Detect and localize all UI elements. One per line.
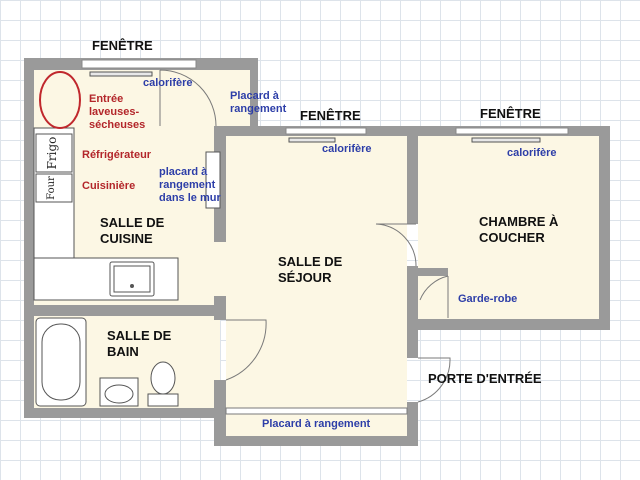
kitchen-heater-label: calorifère xyxy=(143,77,193,89)
wall-wardrobe xyxy=(418,268,448,276)
living-radiator xyxy=(288,137,336,143)
front-door xyxy=(417,357,451,403)
bedroom-label: CHAMBRE À COUCHER xyxy=(479,214,559,245)
closet-top-door xyxy=(159,69,217,127)
living-window-label: FENÊTRE xyxy=(300,108,361,123)
closet-bottom-label: Placard à rangement xyxy=(262,418,371,430)
living-label: SALLE DE SÉJOUR xyxy=(278,254,343,285)
wall-bottom-bath xyxy=(24,408,216,418)
wall-living-bedroom-a xyxy=(407,126,418,224)
windows xyxy=(81,59,569,296)
wall-bottom-living xyxy=(214,436,418,446)
toilet-bowl xyxy=(150,361,176,395)
wall-living-bedroom-b xyxy=(407,266,418,358)
radiators xyxy=(89,71,541,143)
sink-drain xyxy=(130,284,134,288)
living-window xyxy=(285,127,367,135)
wall-closet-right xyxy=(250,58,258,136)
wall-bath-living xyxy=(214,380,226,446)
washer-marker xyxy=(39,71,81,129)
kitchen-window xyxy=(81,59,197,69)
bathroom-label: SALLE DE BAIN xyxy=(107,328,172,359)
wardrobe-door xyxy=(419,275,449,318)
bedroom-heater-label: calorifère xyxy=(507,147,557,159)
bedroom-window xyxy=(455,127,569,135)
kitchen-living-opening xyxy=(214,242,226,296)
toilet-tank xyxy=(147,393,179,407)
counter-bottom xyxy=(33,257,179,301)
bedroom-radiator xyxy=(471,137,541,143)
closet-bottom-doors xyxy=(225,407,408,415)
bath-fixtures xyxy=(35,317,179,407)
bathtub-inner xyxy=(41,323,81,401)
stove-label: Four xyxy=(46,176,57,200)
wall-closet-label: placard à rangement dans le mur xyxy=(159,166,221,204)
fridge xyxy=(35,133,73,173)
doors xyxy=(159,69,451,415)
stove-note-label: Cuisinière xyxy=(82,180,136,192)
kitchen-label: SALLE DE CUISINE xyxy=(100,215,165,246)
front-door-label: PORTE D'ENTRÉE xyxy=(428,371,542,386)
floors xyxy=(34,70,599,436)
bedroom-window-label: FENÊTRE xyxy=(480,106,541,121)
wall-closet-box xyxy=(205,151,221,209)
bath-door xyxy=(225,319,267,381)
bedroom-door xyxy=(375,223,417,267)
fridge-label: Frigo xyxy=(45,136,59,170)
wardrobe-label: Garde-robe xyxy=(458,293,518,305)
living-floor xyxy=(226,136,407,408)
closet-top-label: Placard à rangement xyxy=(230,90,287,115)
wall-left xyxy=(24,58,34,418)
wall-living-bedroom-c xyxy=(407,402,418,446)
kitchen-fixtures xyxy=(33,71,221,301)
washer-entry-label: Entrée laveuses-sécheuses xyxy=(89,93,146,131)
sink-basin xyxy=(113,265,151,293)
wall-bedroom-bottom xyxy=(407,319,610,330)
bath-sink-basin xyxy=(104,384,134,404)
wall-right xyxy=(599,126,610,330)
stove xyxy=(35,173,73,203)
living-heater-label: calorifère xyxy=(322,143,372,155)
kitchen-window-label: FENÊTRE xyxy=(92,38,153,53)
kitchen-radiator xyxy=(89,71,153,77)
wall-kitchen-bath xyxy=(24,305,226,316)
fridge-note-label: Réfrigérateur xyxy=(82,149,152,161)
